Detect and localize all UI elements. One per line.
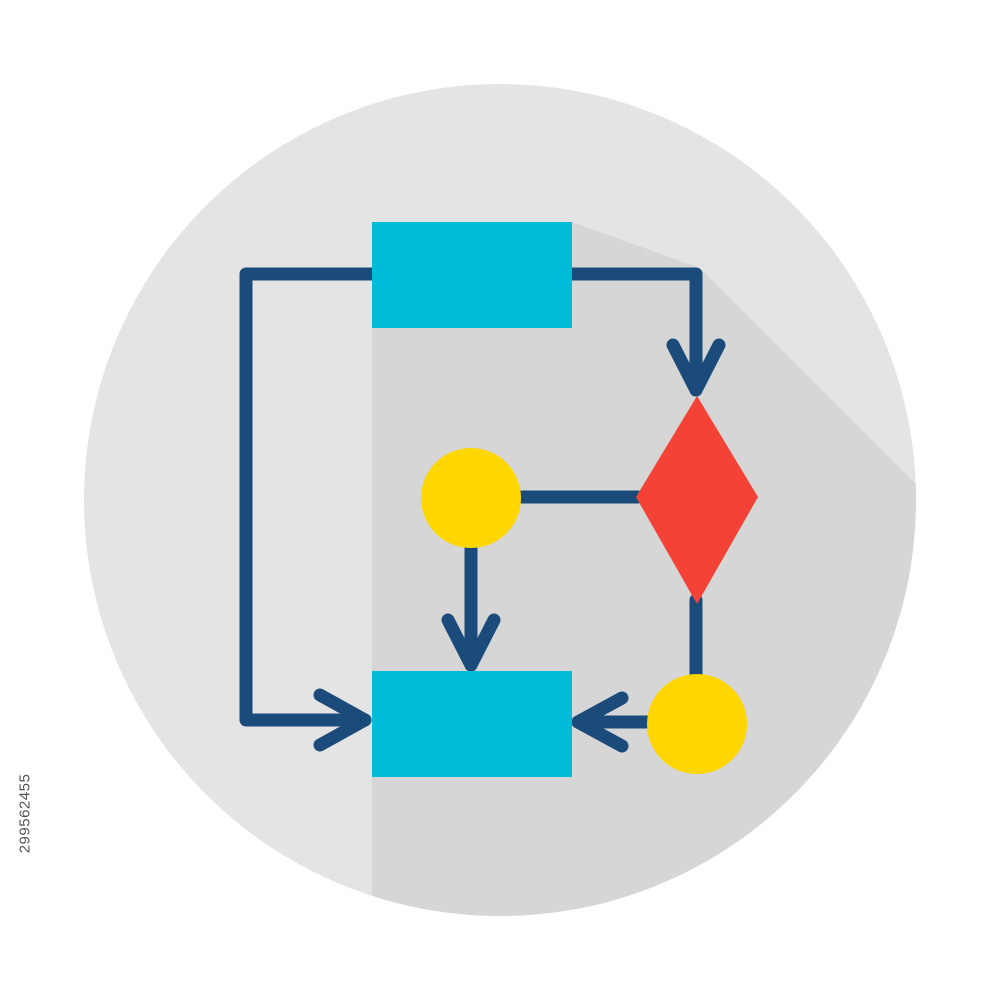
terminal-circle-right	[647, 674, 747, 774]
decision-diamond	[636, 396, 758, 604]
connector-top-right	[565, 267, 703, 397]
arrowhead-right-bottom	[571, 691, 629, 753]
terminal-circle-left	[421, 448, 521, 548]
stock-id-caption: 299562455	[16, 758, 34, 868]
arrowhead-top-right	[666, 338, 726, 397]
connector-left-loop	[239, 267, 379, 727]
connector-lines	[239, 267, 726, 753]
process-box-bottom	[372, 671, 572, 777]
process-box-top	[372, 222, 572, 328]
arrowhead-left-loop	[313, 688, 372, 752]
arrowhead-circle-bottom	[441, 613, 501, 672]
stock-id-text: 299562455	[16, 773, 34, 853]
